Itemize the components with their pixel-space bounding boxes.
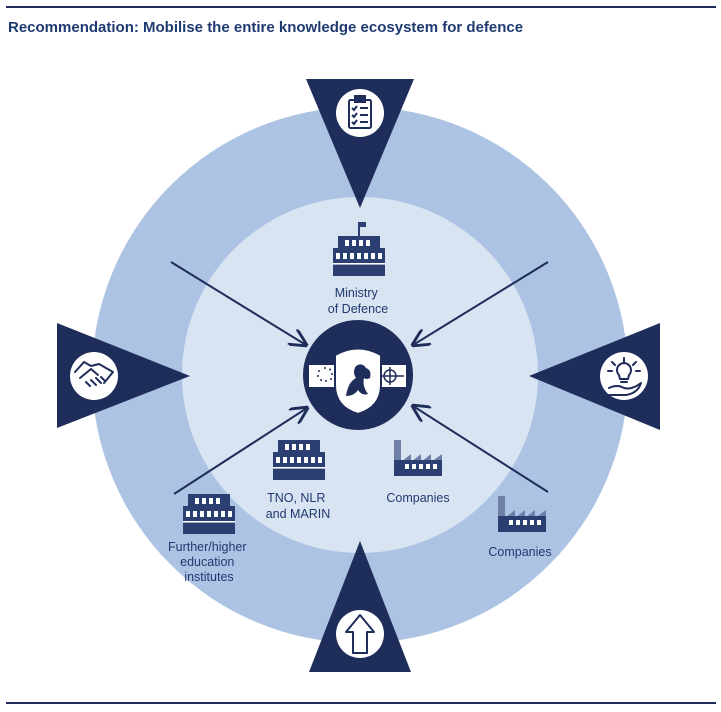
bottom-rule	[6, 702, 716, 704]
arrow-bottom-right	[413, 406, 549, 493]
nato-star-icon	[376, 367, 404, 385]
arrow-top-right	[413, 261, 549, 345]
center-emblem	[303, 320, 413, 430]
right-triangle	[529, 323, 660, 430]
ministry-label: Ministry of Defence	[328, 286, 389, 316]
companies-outer-label: Companies	[488, 545, 551, 559]
lightbulb-hand-icon	[607, 357, 642, 396]
tno-building-icon	[273, 440, 325, 480]
education-label: Further/higher education institutes	[168, 540, 250, 584]
eu-flag-icon	[317, 367, 333, 382]
companies-inner-label: Companies	[386, 491, 449, 505]
arrow-top-left	[170, 261, 306, 345]
top-triangle	[306, 79, 414, 208]
top-rule	[6, 6, 716, 8]
education-building-icon	[183, 494, 235, 534]
ministry-building-icon	[333, 222, 385, 276]
left-triangle	[57, 323, 190, 428]
upward-arrow-icon	[345, 614, 375, 654]
clipboard-checklist-icon	[348, 95, 372, 129]
arrow-bottom-left	[173, 408, 307, 495]
tno-label: TNO, NLR and MARIN	[266, 491, 331, 521]
handshake-icon	[74, 361, 114, 387]
bottom-triangle	[309, 541, 411, 672]
page-title: Recommendation: Mobilise the entire know…	[8, 19, 524, 36]
